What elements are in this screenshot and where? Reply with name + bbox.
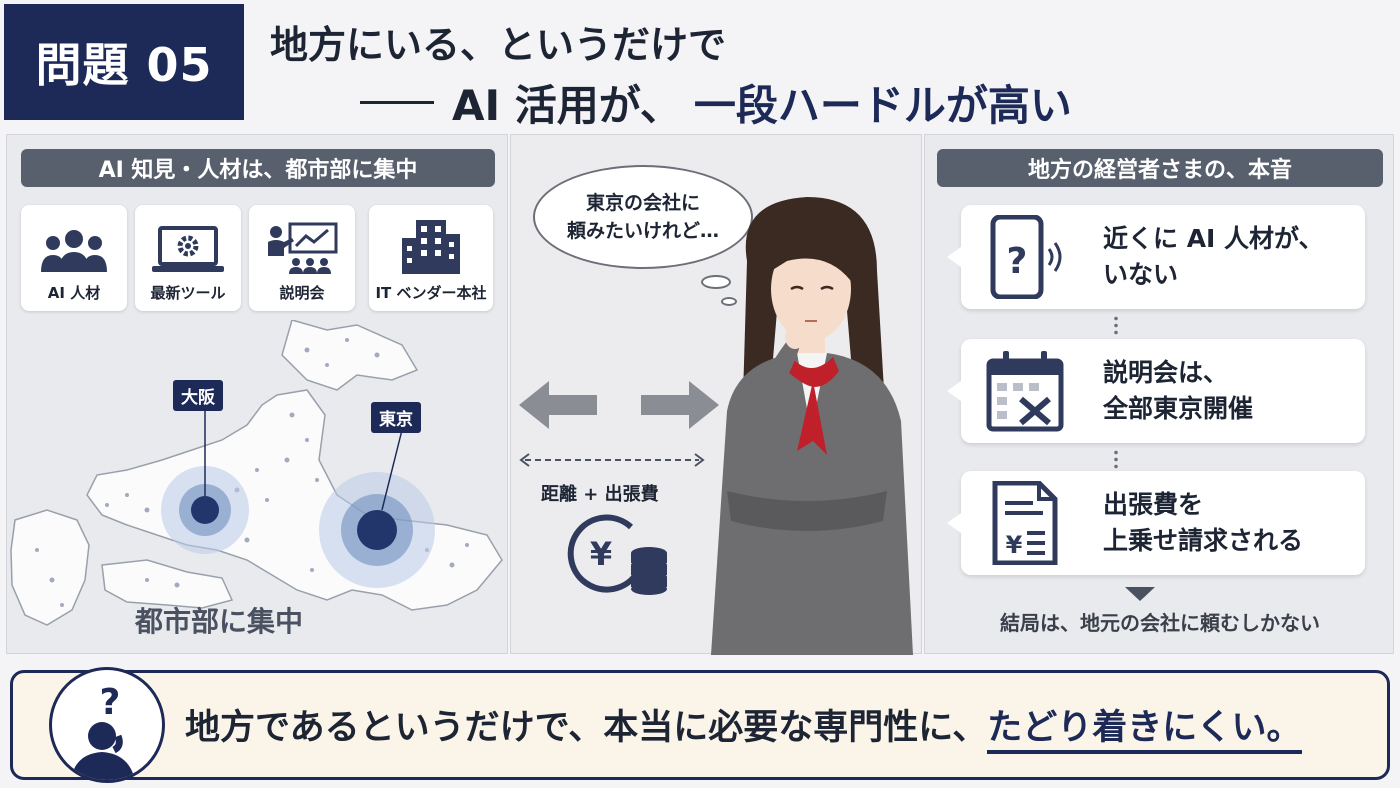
city-tag-tokyo: 東京 (371, 402, 421, 433)
title-highlight: 一段ハードルが高い (693, 81, 1072, 130)
conclusion-text: 結局は、地元の会社に頼むしかない (1000, 611, 1320, 635)
laptop-gear-icon (152, 226, 224, 272)
city-tag-osaka: 大阪 (173, 380, 223, 411)
banner-message: 地方であるというだけで、本当に必要な専門性に、たどり着きにくい。 (185, 699, 1302, 754)
thought-dot-small (721, 297, 737, 306)
svg-text:?: ? (100, 682, 121, 723)
left-panel-heading: AI 知見・人材は、都市部に集中 (21, 149, 495, 187)
svg-text:¥: ¥ (1006, 531, 1023, 559)
map-caption: 都市部に集中 (135, 605, 304, 638)
thought-line2: 頼みたいけれど… (566, 220, 719, 242)
person-thinking-icon (711, 197, 913, 655)
bottom-banner: ? 地方であるというだけで、本当に必要な専門性に、たどり着きにくい。 (10, 667, 1390, 783)
icon-card-ai-talent: AI 人材 (21, 205, 127, 311)
reason-text: 説明会は、 全部東京開催 (1103, 339, 1253, 443)
connector-dots (1114, 315, 1118, 335)
arrow-left-icon (519, 381, 597, 429)
reason-line2: 全部東京開催 (1103, 394, 1254, 423)
icon-label: IT ベンダー本社 (375, 284, 487, 302)
icon-card-latest-tools: 最新ツール (135, 205, 241, 311)
icon-label: 最新ツール (150, 284, 226, 302)
people-icon (41, 230, 107, 272)
banner-message-prefix: 地方であるというだけで、本当に必要な専門性に、 (185, 708, 988, 748)
page-title-line1: 地方にいる、というだけで (270, 23, 727, 67)
japan-map-graphic (10, 319, 503, 626)
presentation-icon (268, 222, 338, 274)
em-dash-rule (360, 101, 434, 104)
thought-line1: 東京の会社に (585, 191, 700, 214)
reason-line1: 説明会は、 (1103, 357, 1229, 387)
reason-line1: 近くに AI 人材が、 (1103, 223, 1324, 253)
reason-line1: 出張費を (1103, 489, 1204, 519)
icon-card-it-vendor: IT ベンダー本社 (369, 205, 493, 311)
phone-question-icon: ? (990, 215, 1062, 299)
icon-label: 説明会 (279, 284, 325, 302)
right-panel-heading: 地方の経営者さまの、本音 (937, 149, 1383, 187)
icon-label: AI 人材 (47, 284, 101, 302)
reason-line2: 上乗せ請求される (1103, 526, 1304, 555)
banner-message-highlight: たどり着きにくい。 (987, 708, 1302, 754)
connector-dots (1114, 449, 1118, 469)
japan-map: 大阪 東京 (7, 319, 507, 650)
problem-badge: 問題 05 (4, 4, 244, 120)
invoice-yen-icon: ¥ (992, 481, 1058, 565)
right-panel: 地方の経営者さまの、本音 ? 近くに AI 人材が、 いない 説明会は、 全部東… (924, 134, 1394, 654)
reason-card-travel-cost: ¥ 出張費を 上乗せ請求される (947, 471, 1365, 575)
distance-cost-label: 距離 + 出張費 (541, 484, 659, 505)
thought-dot-large (701, 275, 731, 289)
thought-bubble: 東京の会社に 頼みたいけれど… (533, 165, 753, 269)
middle-panel: 東京の会社に 頼みたいけれど… 距離 + 出張費 ¥ (510, 134, 922, 655)
page-title-line2: AI 活用が、 一段ハードルが高い (360, 72, 1072, 133)
reason-text: 出張費を 上乗せ請求される (1103, 471, 1303, 575)
icon-card-briefing: 説明会 (249, 205, 355, 311)
thinking-person-question-icon: ? (49, 667, 165, 783)
distance-double-arrow (519, 453, 705, 467)
arrow-right-icon (641, 381, 719, 429)
down-triangle-icon (1125, 587, 1155, 601)
reason-text: 近くに AI 人材が、 いない (1103, 205, 1324, 309)
title-prefix: AI 活用が、 (452, 81, 682, 130)
calendar-x-icon (986, 351, 1064, 432)
svg-text:¥: ¥ (590, 535, 612, 573)
reason-line2: いない (1103, 260, 1179, 289)
left-panel: AI 知見・人材は、都市部に集中 AI 人材 最新ツール 説明会 (6, 134, 508, 654)
reason-card-no-talent: ? 近くに AI 人材が、 いない (947, 205, 1365, 309)
svg-text:?: ? (1007, 241, 1028, 282)
building-icon (402, 220, 460, 274)
yen-coin-icon: ¥ (567, 514, 667, 595)
reason-card-tokyo-events: 説明会は、 全部東京開催 (947, 339, 1365, 443)
